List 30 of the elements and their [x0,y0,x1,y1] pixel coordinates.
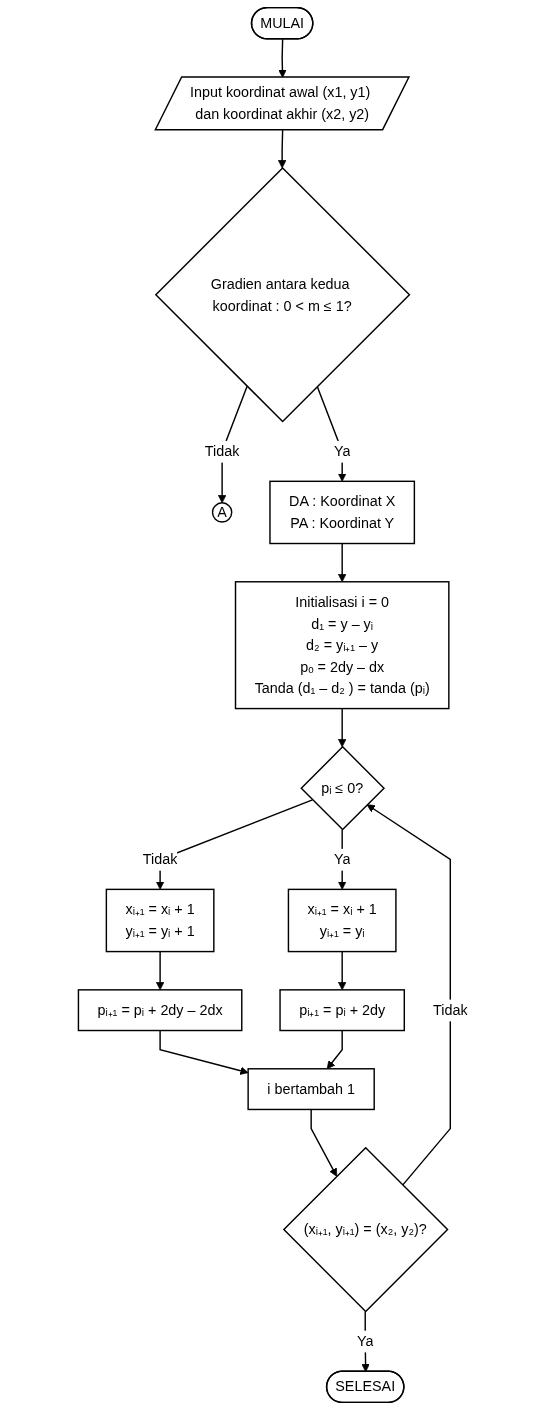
arrow [337,707,347,748]
arrow [159,1029,249,1075]
arrow [316,385,347,482]
arrow [366,804,451,1186]
node-box: pᵢ₊₁ = pᵢ + 2dy – 2dx [77,989,243,1032]
node-box: xᵢ₊₁ = xᵢ + 1 yᵢ₊₁ = yᵢ [287,888,397,953]
node-diamond: Gradien antara kedua koordinat : 0 < m ≤ 1? [154,166,411,423]
arrow [326,1029,343,1070]
edge-label: Tidak [204,442,240,459]
arrow [278,38,287,78]
arrow [337,828,347,890]
node-box: Initialisasi i = 0 d₁ = y – yᵢ d₂ = yᵢ₊₁ – y pₒ = 2dy – dx Tanda (d₁ – d₂ ) = tanda (pᵢ) [234,581,450,710]
arrow [337,950,347,991]
arrow [277,129,287,169]
node-box: DA : Koordinat X PA : Koordinat Y [269,480,416,545]
node-box: xᵢ₊₁ = xᵢ + 1 yᵢ₊₁ = yᵢ + 1 [105,888,215,953]
edge-label: Tidak [142,850,178,867]
node-diamond: (xᵢ₊₁, yᵢ₊₁) = (x₂, y₂)? [282,1146,449,1313]
arrow [361,1310,370,1373]
edge-label: Ya [333,442,351,459]
node-circle: A [211,502,233,523]
arrow [337,542,347,583]
edge-label: Tidak [433,1001,468,1018]
node-box: pᵢ₊₁ = pᵢ + 2dy [279,989,406,1032]
node-box: i bertambah 1 [247,1068,375,1111]
node-diamond: pᵢ ≤ 0? [300,745,386,831]
edge-label: Ya [356,1332,374,1349]
arrow [310,1108,338,1177]
arrow [155,950,165,991]
edge-label: Ya [333,850,351,867]
